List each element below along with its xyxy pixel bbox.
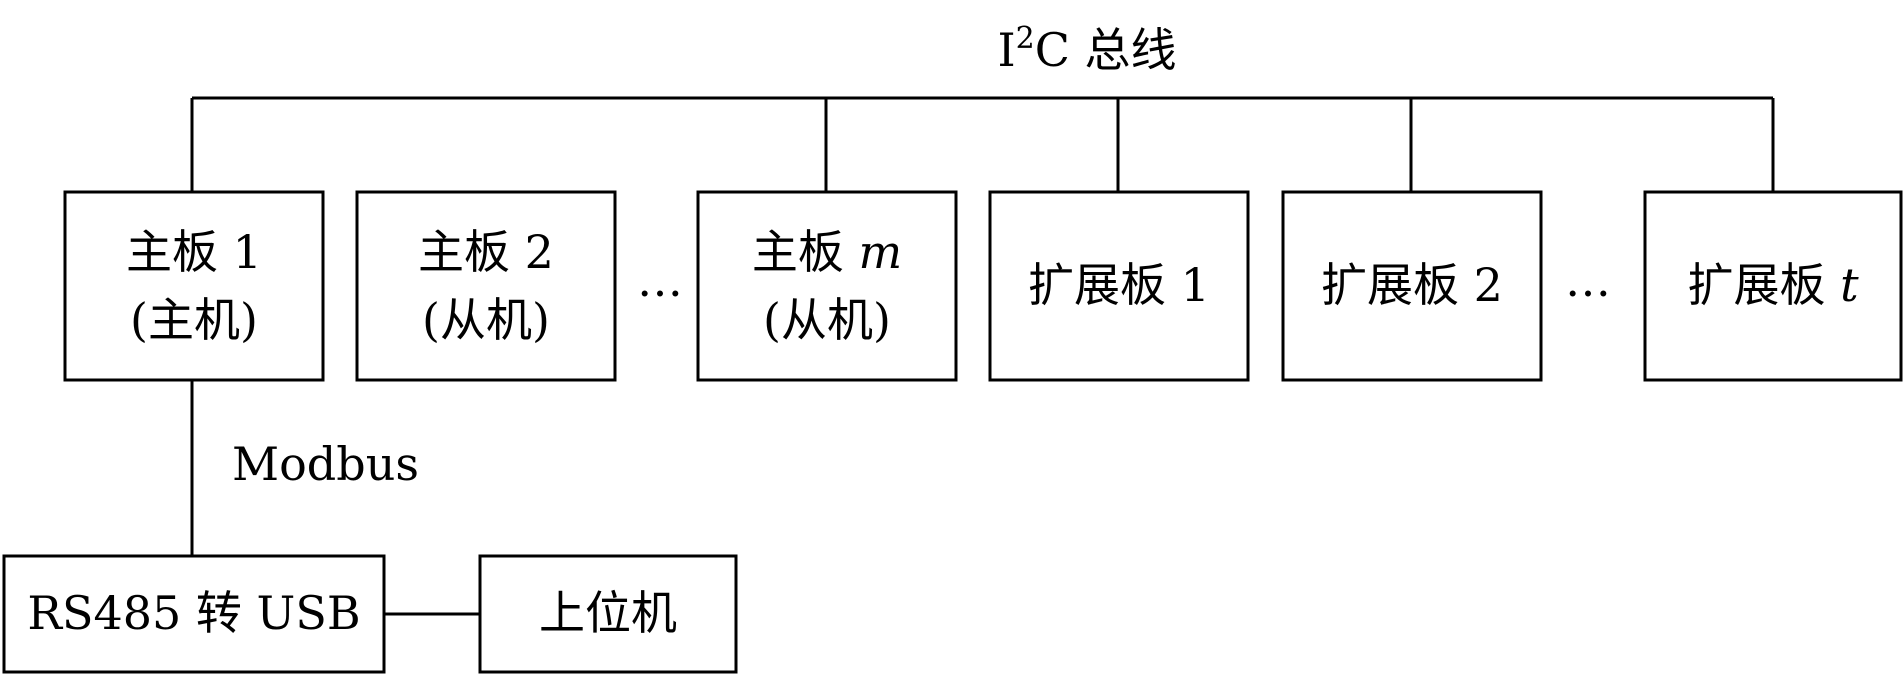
- host-box: 上位机: [478, 554, 738, 674]
- board-main-m: 主板 m (从机): [696, 190, 958, 382]
- host-label: 上位机: [539, 586, 677, 640]
- svg-text:扩展板 t: 扩展板 t: [1687, 258, 1859, 312]
- board-main-2-label: 主板: [418, 225, 525, 279]
- ellipsis-ext: …: [1565, 253, 1611, 307]
- board-main-2-number: 2: [525, 225, 554, 279]
- board-main-m-label: 主板: [752, 225, 859, 279]
- board-main-m-number: m: [859, 225, 903, 279]
- modbus-label: Modbus: [232, 437, 419, 491]
- svg-text:主板 1: 主板 1: [126, 225, 262, 279]
- svg-text:主板 m: 主板 m: [752, 225, 902, 279]
- converter-box: RS485 转 USB: [2, 554, 386, 674]
- board-main-1-number: 1: [233, 225, 262, 279]
- bus-superscript: 2: [1016, 21, 1035, 56]
- board-ext-t: 扩展板 t: [1643, 190, 1903, 382]
- board-ext-2-number: 2: [1474, 258, 1503, 312]
- i2c-bus: [190, 96, 1775, 192]
- board-main-2: 主板 2 (从机): [355, 190, 617, 382]
- board-ext-1-number: 1: [1181, 258, 1210, 312]
- bus-suffix: C 总线: [1035, 23, 1177, 77]
- board-main-1: 主板 1 (主机): [63, 190, 325, 382]
- bus-prefix: I: [997, 23, 1015, 77]
- svg-text:扩展板 2: 扩展板 2: [1321, 258, 1503, 312]
- board-main-1-role: (主机): [130, 293, 258, 347]
- svg-text:主板 2: 主板 2: [418, 225, 554, 279]
- converter-label: RS485 转 USB: [27, 586, 360, 640]
- board-ext-2-label: 扩展板: [1321, 258, 1474, 312]
- board-main-1-label: 主板: [126, 225, 233, 279]
- board-main-2-role: (从机): [422, 293, 550, 347]
- board-ext-t-label: 扩展板: [1687, 258, 1840, 312]
- board-ext-1: 扩展板 1: [988, 190, 1250, 382]
- board-main-m-role: (从机): [763, 293, 891, 347]
- board-ext-2: 扩展板 2: [1281, 190, 1543, 382]
- board-ext-t-number: t: [1840, 258, 1859, 312]
- svg-text:扩展板 1: 扩展板 1: [1028, 258, 1210, 312]
- bus-title: I2C 总线: [997, 21, 1176, 77]
- board-ext-1-label: 扩展板: [1028, 258, 1181, 312]
- ellipsis-main: …: [637, 253, 683, 307]
